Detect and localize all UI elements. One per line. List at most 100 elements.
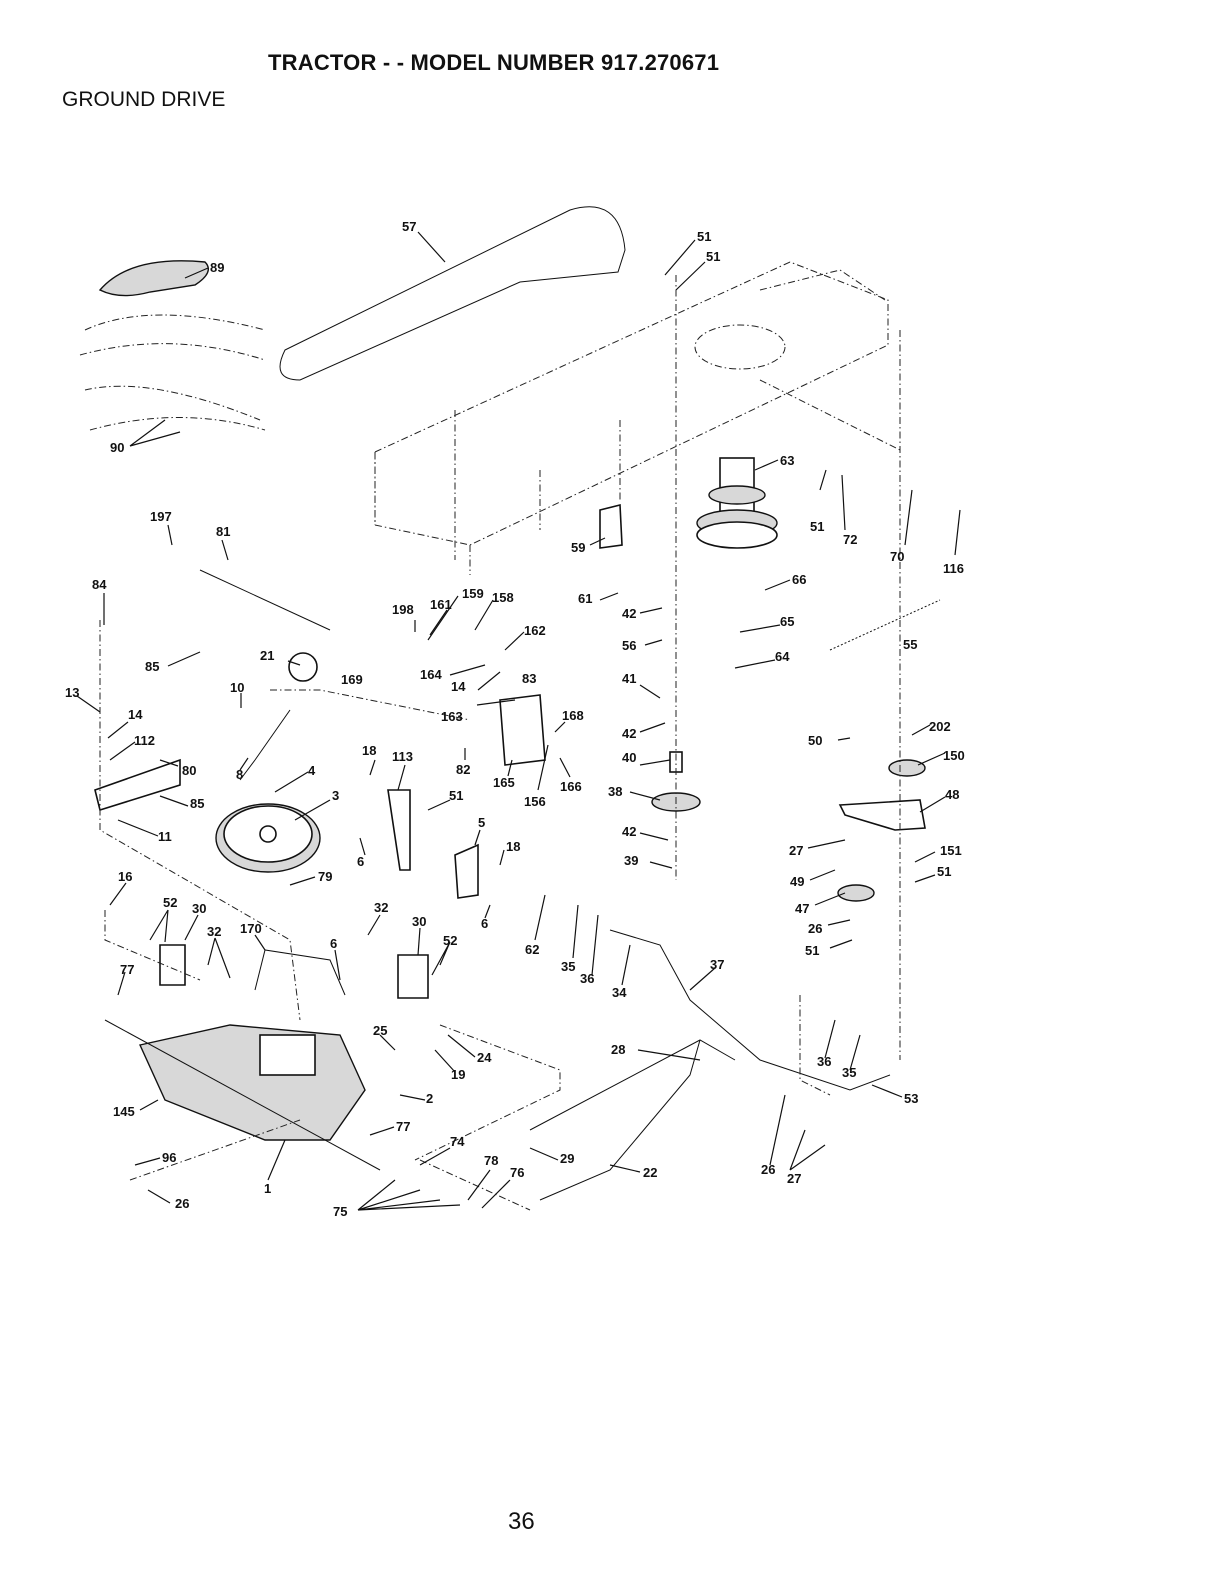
callout-10: 10: [230, 680, 244, 695]
callout-162: 162: [524, 623, 546, 638]
callout-35: 35: [842, 1065, 856, 1080]
callout-leaders: [76, 231, 961, 1211]
callout-156: 156: [524, 794, 546, 809]
callout-164: 164: [420, 667, 442, 682]
callout-50: 50: [808, 733, 822, 748]
callout-32: 32: [207, 924, 221, 939]
callout-1: 1: [264, 1181, 271, 1196]
callout-70: 70: [890, 549, 904, 564]
callout-113: 113: [392, 749, 413, 764]
callout-53: 53: [904, 1091, 918, 1106]
callout-2: 2: [426, 1091, 433, 1106]
callout-64: 64: [775, 649, 790, 664]
callout-198: 198: [392, 602, 414, 617]
callout-11: 11: [158, 829, 172, 844]
callout-151: 151: [940, 843, 962, 858]
assembly-guidelines: [99, 275, 901, 1211]
callout-85: 85: [145, 659, 159, 674]
callout-90: 90: [110, 440, 124, 455]
callout-48: 48: [945, 787, 959, 802]
callout-6: 6: [481, 916, 488, 931]
callout-30: 30: [192, 901, 206, 916]
callout-39: 39: [624, 853, 638, 868]
callout-38: 38: [608, 784, 622, 799]
callout-170: 170: [240, 921, 262, 936]
callout-28: 28: [611, 1042, 625, 1057]
callout-76: 76: [510, 1165, 524, 1180]
callout-161: 161: [430, 597, 452, 612]
callout-75: 75: [333, 1204, 347, 1219]
callout-36: 36: [817, 1054, 831, 1069]
callout-82: 82: [456, 762, 470, 777]
spring: [829, 599, 941, 651]
callout-26: 26: [175, 1196, 189, 1211]
callout-85: 85: [190, 796, 204, 811]
callout-77: 77: [120, 962, 134, 977]
callout-42: 42: [622, 606, 636, 621]
callout-59: 59: [571, 540, 585, 555]
callout-163: 163: [441, 709, 463, 724]
callout-37: 37: [710, 957, 724, 972]
callout-158: 158: [492, 590, 514, 605]
callout-165: 165: [493, 775, 515, 790]
callout-47: 47: [795, 901, 809, 916]
callout-8: 8: [236, 767, 243, 782]
callout-96: 96: [162, 1150, 176, 1165]
callout-74: 74: [450, 1134, 465, 1149]
callout-63: 63: [780, 453, 794, 468]
callout-13: 13: [65, 685, 79, 700]
drive-belt: [279, 206, 626, 381]
callout-41: 41: [622, 671, 636, 686]
callout-4: 4: [308, 763, 316, 778]
tractor-frame: [374, 261, 889, 575]
callout-55: 55: [903, 637, 917, 652]
callout-202: 202: [929, 719, 951, 734]
callout-32: 32: [374, 900, 388, 915]
callout-14: 14: [128, 707, 143, 722]
callout-51: 51: [937, 864, 951, 879]
callout-18: 18: [362, 743, 376, 758]
callout-16: 16: [118, 869, 132, 884]
tractor-body-outline: [79, 260, 266, 431]
callout-52: 52: [163, 895, 177, 910]
section-title: GROUND DRIVE: [62, 88, 226, 111]
callout-51: 51: [810, 519, 824, 534]
callout-3: 3: [332, 788, 339, 803]
callout-5: 5: [478, 815, 485, 830]
page-number: 36: [508, 1508, 535, 1535]
callout-14: 14: [451, 679, 466, 694]
callout-66: 66: [792, 572, 806, 587]
callout-19: 19: [451, 1067, 465, 1082]
callout-197: 197: [150, 509, 172, 524]
callout-112: 112: [134, 733, 155, 748]
callout-42: 42: [622, 726, 636, 741]
callout-166: 166: [560, 779, 582, 794]
callout-62: 62: [525, 942, 539, 957]
callout-150: 150: [943, 748, 965, 763]
callout-24: 24: [477, 1050, 492, 1065]
callout-145: 145: [113, 1104, 135, 1119]
callout-52: 52: [443, 933, 457, 948]
callout-25: 25: [373, 1023, 387, 1038]
transaxle: [104, 1019, 381, 1171]
callout-79: 79: [318, 869, 332, 884]
callout-81: 81: [216, 524, 230, 539]
callout-49: 49: [790, 874, 804, 889]
callout-80: 80: [182, 763, 196, 778]
callout-35: 35: [561, 959, 575, 974]
callout-78: 78: [484, 1153, 498, 1168]
callout-30: 30: [412, 914, 426, 929]
callout-29: 29: [560, 1151, 574, 1166]
callout-65: 65: [780, 614, 794, 629]
callout-56: 56: [622, 638, 636, 653]
center-pulley-assembly: [696, 457, 778, 549]
callout-72: 72: [843, 532, 857, 547]
callout-40: 40: [622, 750, 636, 765]
callout-168: 168: [562, 708, 584, 723]
callout-89: 89: [210, 260, 224, 275]
callout-6: 6: [330, 936, 337, 951]
callout-27: 27: [787, 1171, 801, 1186]
callout-42: 42: [622, 824, 636, 839]
callout-34: 34: [612, 985, 627, 1000]
